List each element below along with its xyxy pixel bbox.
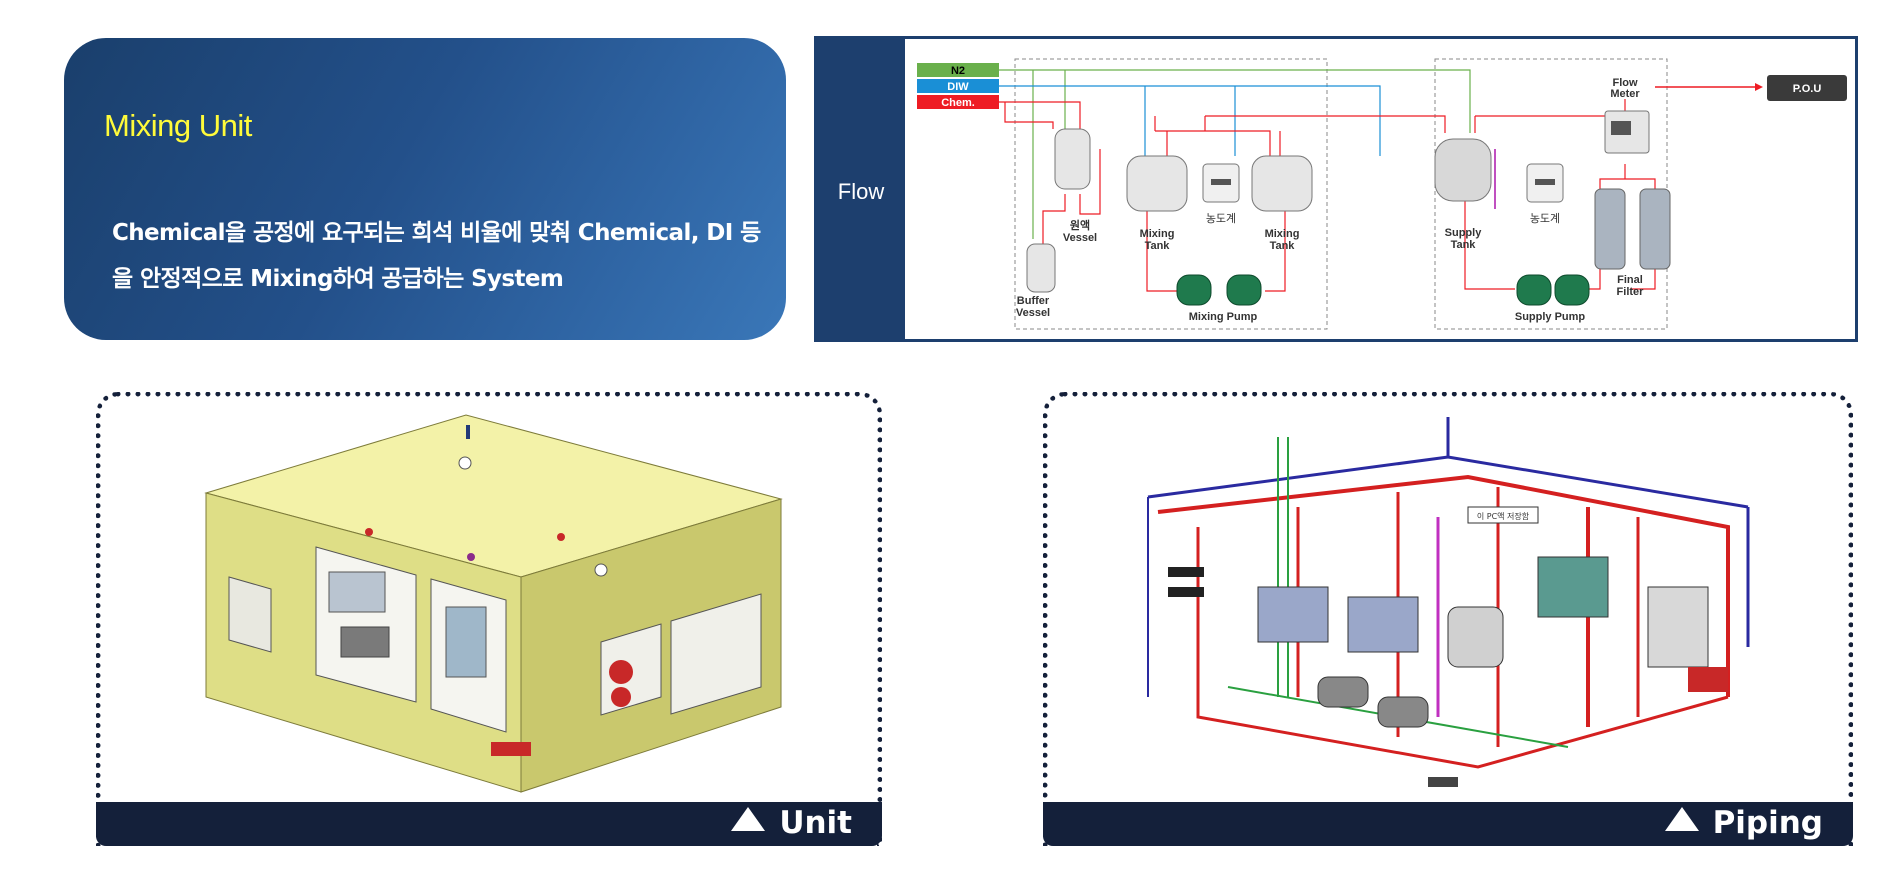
diw-label: DIW — [947, 81, 969, 93]
unit-caption: Unit — [779, 805, 852, 841]
svg-text:Final: Final — [1617, 274, 1643, 286]
svg-text:Meter: Meter — [1610, 88, 1640, 100]
n2-label: N2 — [951, 65, 965, 77]
svg-text:Tank: Tank — [1145, 240, 1171, 252]
svg-text:농도계: 농도계 — [1530, 212, 1560, 225]
supply-pump-2 — [1554, 274, 1590, 306]
svg-text:Flow: Flow — [1612, 77, 1637, 89]
triangle-up-icon — [731, 807, 766, 831]
diw-line-tag — [917, 79, 999, 93]
dilution-vessel — [1054, 128, 1091, 190]
mixing-pump-1 — [1176, 274, 1212, 306]
n2-pipe — [999, 69, 1471, 133]
piping-caption: Piping — [1712, 805, 1823, 841]
supply-tank — [1434, 138, 1492, 202]
svg-text:Vessel: Vessel — [1063, 232, 1097, 244]
unit-caption-bar: Unit — [96, 802, 882, 846]
final-filter-2 — [1639, 188, 1671, 270]
buffer-vessel — [1026, 243, 1056, 293]
chem-pipe — [999, 101, 1081, 129]
svg-text:Buffer: Buffer — [1017, 295, 1050, 307]
intro-card: Mixing Unit Chemical을 공정에 요구되는 희석 비율에 맞춰… — [64, 38, 786, 340]
svg-text:Supply: Supply — [1445, 227, 1483, 239]
supply-pump-1 — [1516, 274, 1552, 306]
piping-image-card: 이 PC액 저장함 Piping — [1043, 392, 1853, 846]
svg-text:Vessel: Vessel — [1016, 307, 1050, 319]
svg-text:Mixing Pump: Mixing Pump — [1189, 311, 1258, 323]
svg-text:P.O.U: P.O.U — [1793, 83, 1822, 95]
unit-image-card: Unit — [96, 392, 882, 846]
mixing-tank-2 — [1251, 155, 1313, 212]
mixing-pump-2 — [1226, 274, 1262, 306]
unit-illustration — [204, 414, 783, 793]
svg-text:Mixing: Mixing — [1265, 228, 1300, 240]
piping-sign: 이 PC액 저장함 — [1477, 511, 1530, 521]
svg-text:Filter: Filter — [1617, 286, 1645, 298]
flow-diagram: N2 DIW Chem. — [917, 58, 1847, 330]
piping-illustration: 이 PC액 저장함 — [1147, 417, 1750, 787]
svg-text:농도계: 농도계 — [1206, 212, 1236, 225]
svg-text:원액: 원액 — [1070, 218, 1090, 232]
svg-text:Supply Pump: Supply Pump — [1515, 311, 1586, 323]
chem-line-tag — [917, 95, 999, 109]
section-description: Chemical을 공정에 요구되는 희석 비율에 맞춰 Chemical, D… — [112, 220, 761, 292]
pou-box — [1767, 75, 1847, 101]
final-filter-1 — [1594, 188, 1626, 270]
diw-pipe — [999, 85, 1381, 156]
chem-label: Chem. — [941, 97, 975, 109]
svg-text:Mixing: Mixing — [1140, 228, 1175, 240]
flow-label: Flow — [837, 179, 885, 204]
flow-label-bar: Flow — [817, 39, 905, 339]
triangle-up-icon — [1664, 807, 1699, 831]
mixing-tank-1 — [1126, 155, 1188, 212]
n2-line-tag — [917, 63, 999, 77]
svg-text:Tank: Tank — [1451, 239, 1477, 251]
piping-caption-bar: Piping — [1043, 802, 1853, 846]
mixing-section-frame — [1014, 58, 1328, 330]
svg-text:Tank: Tank — [1270, 240, 1296, 252]
flow-diagram-panel: Flow N2 DIW Chem. — [814, 36, 1858, 342]
section-title: Mixing Unit — [104, 108, 252, 143]
